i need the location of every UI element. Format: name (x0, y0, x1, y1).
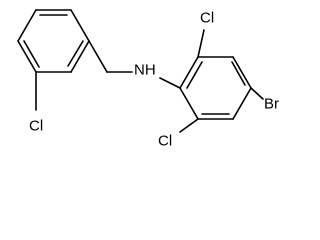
double-bond-inner (67, 40, 84, 67)
chlorine-benzyl-label: Cl (29, 118, 43, 135)
double-bond-inner (186, 61, 203, 89)
bond-nitrogen-to-ring (159, 77, 181, 89)
bond-ring-to-upper-chlorine (197, 29, 205, 58)
chlorine-upper-label: Cl (200, 10, 214, 27)
bond (70, 40, 90, 73)
chlorophenyl-ring (17, 9, 90, 73)
bromine-label: Br (264, 96, 279, 113)
double-bond-inner (231, 61, 246, 86)
bond-ring-to-bromine (250, 87, 264, 100)
chlorine-lower-label: Cl (158, 133, 172, 150)
bond (179, 56, 199, 89)
bond (70, 9, 90, 42)
bond-ring-to-ch2 (88, 40, 108, 73)
bond-ring-to-lower-chlorine (179, 118, 199, 133)
bond (179, 87, 199, 120)
bond (232, 56, 252, 89)
double-bond-inner (23, 40, 40, 68)
bond (17, 9, 37, 42)
chemical-structure-diagram: Cl NH Cl Cl Br (17, 9, 279, 150)
amine-label: NH (134, 62, 156, 79)
bond (17, 40, 37, 73)
bromodichlorophenyl-ring (179, 56, 252, 120)
bond (232, 87, 252, 120)
